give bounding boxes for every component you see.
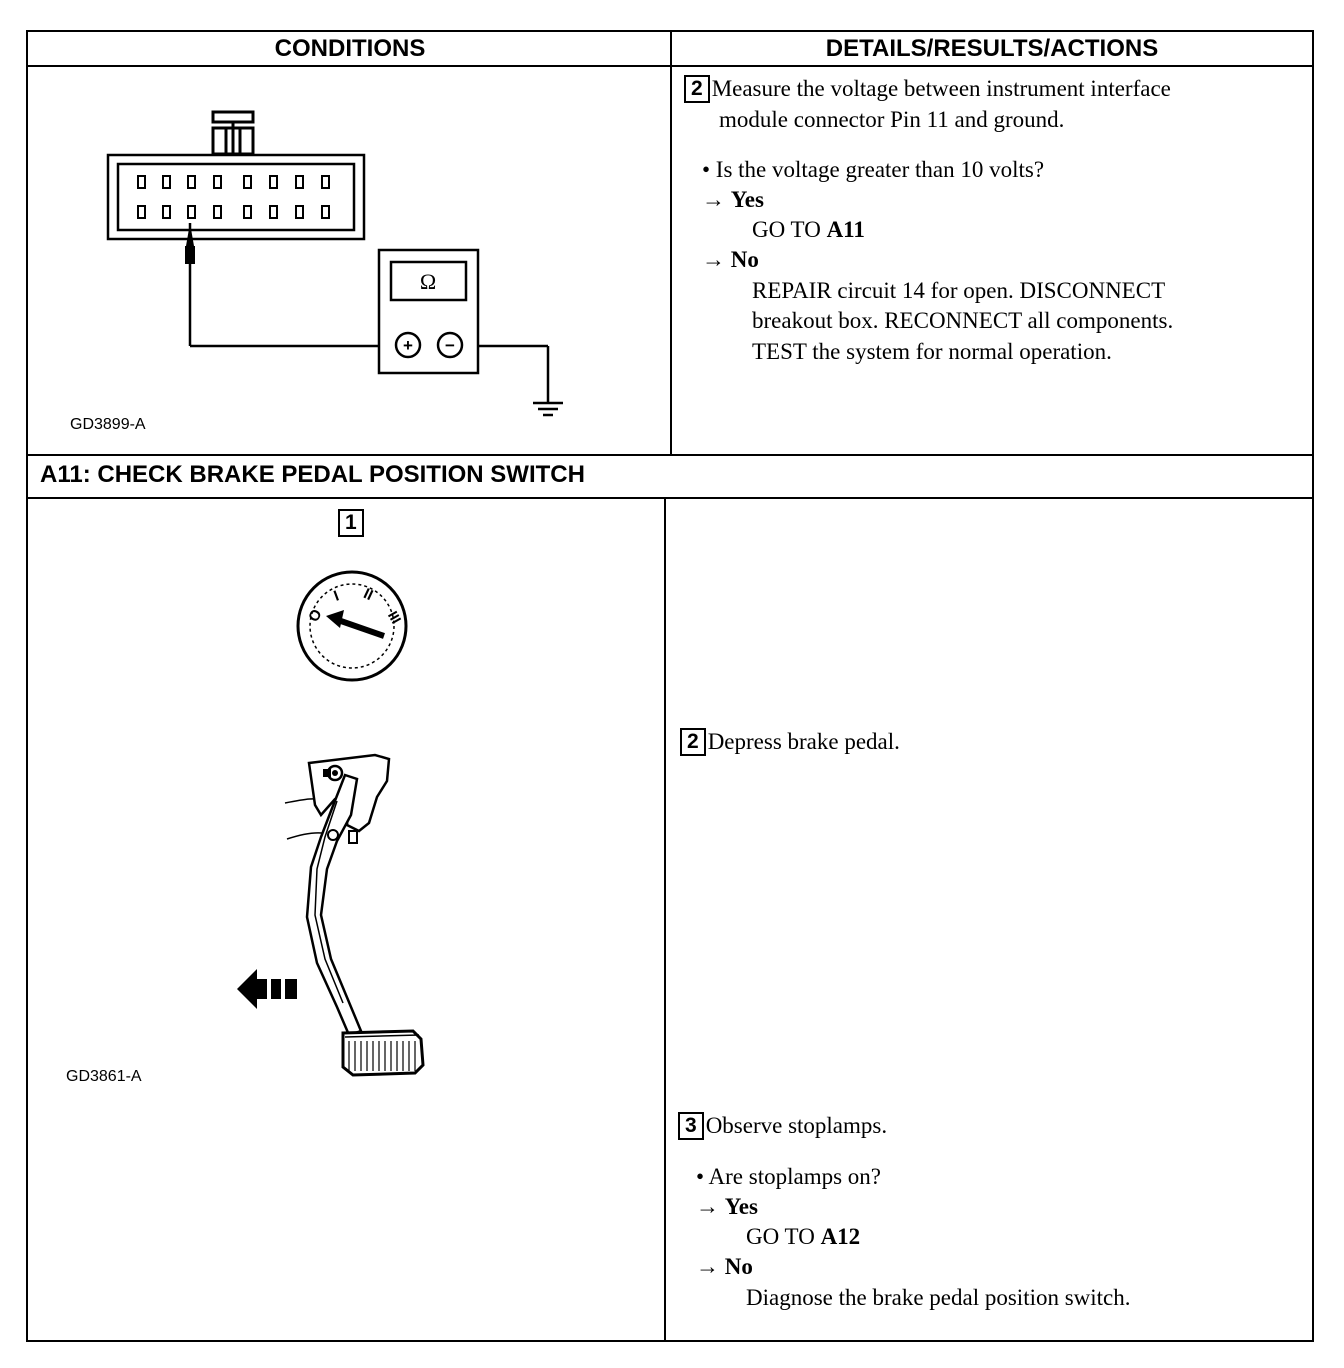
stoplamps-question: • Are stoplamps on? [696, 1164, 881, 1189]
no-branch-a12: → No [696, 1252, 753, 1282]
depress-direction-arrow-icon [237, 969, 297, 1009]
section-title-a11: A11: CHECK BRAKE PEDAL POSITION SWITCH [40, 461, 585, 488]
step-number-box: 2 [680, 728, 706, 756]
figure-step-1: 1 [338, 507, 366, 537]
step-number-box: 1 [338, 509, 364, 537]
connector-latch [211, 110, 255, 156]
yes-action-prefix: GO TO [752, 217, 827, 242]
yes-action-link[interactable]: A11 [826, 217, 865, 242]
section-divider-top [26, 454, 1314, 456]
no-action-diagnose: Diagnose the brake pedal position switch… [746, 1285, 1131, 1310]
details-header: DETAILS/RESULTS/ACTIONS [825, 35, 1159, 62]
no-label: No [724, 1254, 753, 1279]
column-divider-top [670, 30, 672, 456]
probe-tip [186, 223, 194, 246]
no-branch: → No [702, 245, 759, 275]
no-action-line2: breakout box. RECONNECT all components. [752, 308, 1174, 333]
step-2-text: Depress brake pedal. [707, 729, 900, 754]
yes-action: GO TO A11 [752, 215, 865, 245]
yes-action-link[interactable]: A12 [820, 1224, 861, 1249]
arrow-icon: → [702, 247, 725, 272]
ignition-switch-diagram: O I II III [296, 570, 408, 682]
figure-label-gd3861: GD3861-A [66, 1068, 142, 1085]
voltage-question: • Is the voltage greater than 10 volts? [702, 157, 1045, 182]
section-divider-bottom [26, 497, 1314, 499]
step-number-box: 3 [678, 1112, 704, 1140]
conditions-header: CONDITIONS [274, 35, 426, 62]
no-action-line3: TEST the system for normal operation. [752, 339, 1112, 364]
brake-pedal-diagram [237, 753, 425, 1077]
connector-meter-diagram: Ω + − [106, 110, 563, 417]
ignition-position-1: I [332, 587, 342, 604]
yes-action-a12: GO TO A12 [746, 1222, 860, 1252]
meter-minus-terminal: − [445, 336, 455, 355]
column-divider-bottom [664, 497, 666, 1342]
interface-module-connector [106, 153, 366, 241]
arrow-icon: → [702, 187, 725, 212]
yes-label: Yes [724, 1194, 758, 1219]
yes-branch-a12: → Yes [696, 1192, 758, 1222]
meter-ohm-symbol: Ω [420, 269, 436, 294]
yes-label: Yes [730, 187, 764, 212]
step-3-text: Observe stoplamps. [705, 1113, 888, 1138]
no-action-line1: REPAIR circuit 14 for open. DISCONNECT [752, 278, 1166, 303]
probe-handle [185, 246, 195, 264]
arrow-icon: → [696, 1254, 719, 1279]
yes-action-prefix: GO TO [746, 1224, 821, 1249]
meter-plus-terminal: + [403, 336, 413, 355]
yes-branch: → Yes [702, 185, 764, 215]
multimeter [377, 248, 480, 375]
figure-label-gd3899: GD3899-A [70, 416, 146, 433]
test-lead [188, 223, 550, 403]
step-text-line1: Measure the voltage between instrument i… [711, 76, 1171, 101]
arrow-icon: → [696, 1194, 719, 1219]
connector-pins [137, 175, 330, 219]
step-text-line2: module connector Pin 11 and ground. [719, 107, 1065, 132]
no-label: No [730, 247, 759, 272]
ground-symbol [533, 401, 563, 417]
step-number-box: 2 [684, 75, 710, 103]
